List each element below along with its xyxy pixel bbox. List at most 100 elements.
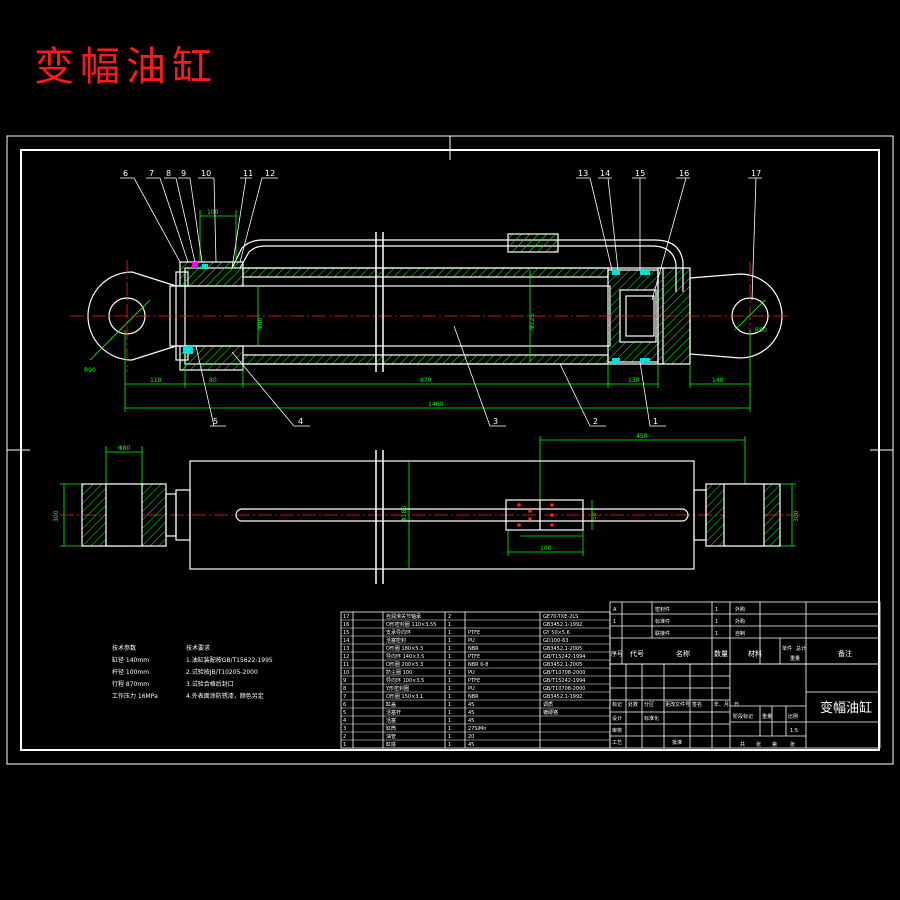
callout-numbers: 6 7 8 9 10 11 12 13 14 15 16 17 5 4 3 2 …: [123, 169, 761, 426]
svg-text:13: 13: [578, 169, 588, 178]
svg-text:序号: 序号: [611, 650, 623, 658]
bom-cell: 活塞杆: [386, 709, 401, 716]
bom-cell: PTFE: [468, 678, 480, 684]
bom-cell: 调质: [543, 701, 553, 708]
svg-text:审核: 审核: [612, 727, 622, 734]
title-block: [609, 663, 881, 749]
tech-requirements: 技术要求 1.油缸装配按GB/T15622-1995 2.试验按JB/T1020…: [186, 644, 273, 700]
svg-text:技术参数: 技术参数: [112, 644, 136, 652]
bom-cell: 缸底: [386, 741, 396, 748]
svg-text:9: 9: [181, 169, 186, 178]
bom-cell: 防尘圈 100: [386, 669, 412, 676]
bom-cell: GB3452.1-2005: [543, 646, 582, 652]
svg-text:备注: 备注: [838, 649, 852, 658]
dim-450: 450: [636, 433, 648, 440]
bom-cell: GB3452.1-2005: [543, 662, 582, 668]
bom-cell: 20: [468, 734, 474, 740]
bom-cell: 11: [343, 662, 349, 668]
bom-cell: O形圈 150×3.1: [386, 693, 423, 700]
dimension-texts: 110 80 870 130 140 1460 100 Φ90 Φ125 R90…: [53, 209, 800, 552]
port-holes: [517, 503, 554, 527]
drawing-title: 变幅油缸: [34, 44, 218, 90]
dimensions: [60, 210, 796, 568]
bom-cell: 5: [343, 710, 346, 716]
bom-cell: PTFE: [468, 630, 480, 636]
bom-cell: 15: [343, 630, 349, 636]
svg-text:11: 11: [243, 169, 253, 178]
svg-text:材料: 材料: [748, 649, 762, 658]
svg-text:1:5: 1:5: [790, 728, 798, 734]
svg-text:批准: 批准: [672, 739, 682, 746]
svg-text:处数: 处数: [628, 701, 638, 708]
svg-text:技术要求: 技术要求: [186, 644, 210, 652]
title-block-text: 标记 处数 分区 更改文件号 签名 年、月、日 设计 标准化 阶段标记 重量 比…: [612, 701, 798, 748]
svg-text:缸径 140mm: 缸径 140mm: [112, 656, 149, 664]
bom-cell: 油管: [386, 733, 396, 740]
svg-text:6: 6: [123, 169, 128, 178]
bom-cell: 1: [448, 662, 451, 668]
svg-text:杆径 100mm: 杆径 100mm: [112, 668, 149, 676]
centering-marks: [7, 136, 893, 451]
external-view: [81, 460, 781, 570]
svg-text:总计: 总计: [796, 645, 806, 652]
dim-870: 870: [420, 377, 432, 384]
bom-cell: 4: [343, 718, 346, 724]
break-lines: [375, 232, 384, 584]
svg-text:标准件: 标准件: [655, 618, 670, 625]
svg-text:年、月、日: 年、月、日: [714, 701, 739, 708]
bom-cell: 1: [448, 718, 451, 724]
dim-side-left: 300: [53, 510, 60, 522]
right-eye: [689, 273, 783, 359]
svg-text:1: 1: [613, 619, 616, 625]
svg-text:1.油缸装配按GB/T15622-1995: 1.油缸装配按GB/T15622-1995: [186, 656, 273, 664]
bom-cell: 14: [343, 638, 349, 644]
bom-cell: GB3452.1-1992: [543, 622, 582, 628]
bom-cell: GB/T10708-2000: [543, 670, 585, 676]
bom-cell: GB/T15242-1994: [543, 654, 585, 660]
svg-text:设计: 设计: [612, 715, 622, 722]
svg-text:第: 第: [772, 741, 777, 748]
dim-140: 140: [712, 377, 724, 384]
bom-cell: GB3452.1-1992: [543, 694, 582, 700]
svg-text:张: 张: [790, 741, 795, 748]
bom-cell: 45: [468, 702, 474, 708]
dim-1460: 1460: [428, 401, 443, 408]
dim-r-left: R90: [84, 367, 96, 374]
bom-cell: Y形密封圈: [385, 685, 409, 692]
dim-side-right: 300: [793, 510, 800, 522]
svg-text:单件: 单件: [782, 645, 792, 652]
svg-text:名称: 名称: [676, 649, 690, 658]
svg-text:1: 1: [715, 607, 718, 613]
dim-100: 100: [207, 209, 219, 216]
svg-text:自制: 自制: [735, 630, 745, 637]
bom-cell: 16: [343, 622, 349, 628]
svg-text:5: 5: [213, 417, 218, 426]
dim-rod: Φ90: [257, 317, 264, 330]
bom-cell: 45: [468, 718, 474, 724]
bom-cell: NBR 6-8: [468, 662, 488, 668]
svg-text:4.外表面涂防锈漆，颜色另定: 4.外表面涂防锈漆，颜色另定: [186, 692, 264, 700]
bom-cell: 1: [448, 686, 451, 692]
dim-80: 80: [209, 377, 217, 384]
dim-130: 130: [628, 377, 640, 384]
svg-text:工作压力 16MPa: 工作压力 16MPa: [112, 692, 158, 700]
dim-phi80: Φ80: [118, 445, 131, 452]
bom-cell: 1: [448, 654, 451, 660]
svg-text:重量: 重量: [762, 713, 772, 720]
bom-cell: 支承导向环: [386, 629, 411, 636]
svg-text:联接件: 联接件: [655, 630, 670, 637]
svg-text:共: 共: [740, 741, 745, 748]
svg-text:7: 7: [149, 169, 154, 178]
bom-cell: 活塞: [386, 717, 396, 724]
dim-top: Φ180: [401, 506, 408, 522]
upper-parts-text: A 密封件 1 外购 1 标准件 1 外购 联接件 1 自制 序号 代号 名称 …: [611, 606, 852, 662]
bom-cell: NBR: [468, 646, 479, 652]
left-eye: [87, 271, 177, 361]
svg-text:分区: 分区: [644, 701, 654, 708]
bom-cell: 1: [343, 742, 346, 748]
slot: [235, 508, 689, 522]
bom-cell: GB/T10708-2000: [543, 686, 585, 692]
svg-text:阶段标记: 阶段标记: [733, 713, 753, 720]
svg-text:重量: 重量: [790, 655, 800, 662]
